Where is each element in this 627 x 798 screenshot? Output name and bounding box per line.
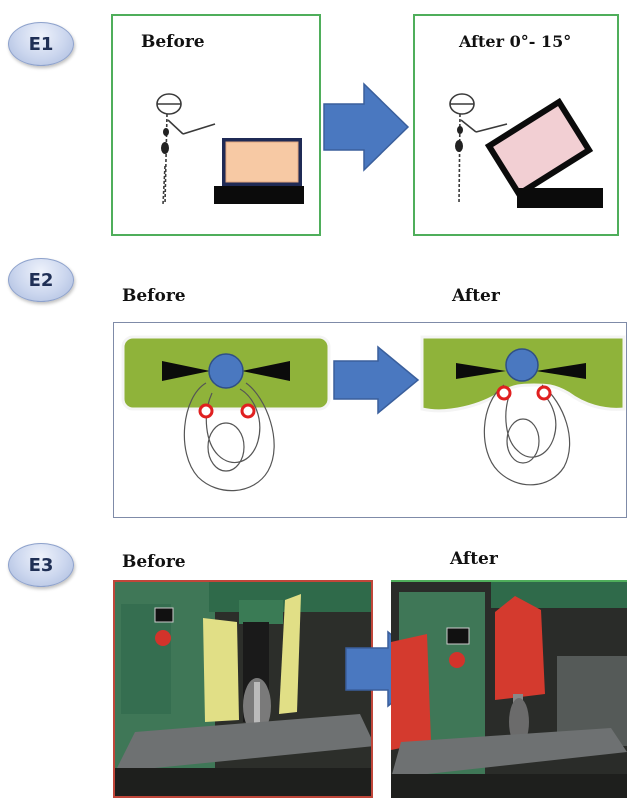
e3-after-photo <box>391 580 627 798</box>
arrow-right-icon <box>323 82 410 172</box>
e1-after-panel: After 0°- 15° <box>413 14 619 236</box>
e3-before-photo <box>113 580 373 798</box>
laptop-before <box>214 138 304 204</box>
e2-before-diagram <box>121 335 331 492</box>
e1-after-label: After 0°- 15° <box>459 32 572 51</box>
e1-before-label: Before <box>141 32 205 52</box>
section-badge-e2: E2 <box>8 258 74 302</box>
e2-panel <box>113 322 627 518</box>
e2-after-label: After <box>452 286 500 306</box>
arrow-right-icon <box>333 345 420 415</box>
operator-head-icon <box>183 375 275 492</box>
stick-figure-icon <box>449 93 508 205</box>
e3-after-label: After <box>450 549 498 569</box>
e2-before-label: Before <box>122 286 186 306</box>
e2-after-diagram <box>420 335 626 486</box>
e3-before-label: Before <box>122 552 186 572</box>
e1-before-panel: Before <box>111 14 321 236</box>
section-badge-e3: E3 <box>8 543 74 587</box>
operator-head-icon <box>483 384 571 486</box>
section-badge-e1: E1 <box>8 22 74 66</box>
stick-figure-icon <box>156 93 216 205</box>
laptop-after-tilted <box>484 97 603 208</box>
